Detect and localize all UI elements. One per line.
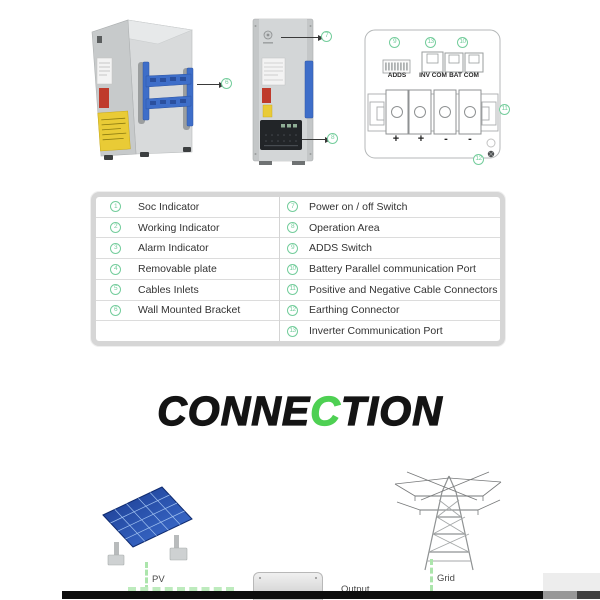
legend-table: 1 Soc Indicator 2 Working Indicator 3 Al…	[91, 192, 505, 346]
bottom-bar-gray-segment	[543, 591, 577, 599]
callout-number: 9	[287, 242, 298, 254]
callout-10: 10	[457, 37, 468, 48]
legend-label: Earthing Connector	[309, 304, 400, 317]
callout-number: 6	[110, 304, 121, 316]
pv-dashed-line-horizontal	[128, 587, 234, 591]
callout-number: 1	[110, 201, 121, 213]
callout-arrow-power-switch	[281, 34, 324, 41]
grid-tower-illustration	[394, 471, 502, 571]
legend-row: 12 Earthing Connector	[280, 301, 500, 322]
legend-row: 8 Operation Area	[280, 218, 500, 239]
callout-number: 8	[287, 222, 298, 234]
legend-label: Alarm Indicator	[138, 242, 209, 255]
callout-number: 5	[110, 284, 121, 296]
callout-13: 13	[425, 37, 436, 48]
legend-row: 10 Battery Parallel communication Port	[280, 259, 500, 280]
terminal-sign-positive-1: +	[392, 133, 400, 145]
legend-row-empty	[96, 321, 279, 341]
legend-row: 13 Inverter Communication Port	[280, 321, 500, 341]
connection-panel-illustration	[364, 29, 501, 159]
inverter-screw-left	[259, 577, 261, 579]
legend-row: 6 Wall Mounted Bracket	[96, 301, 279, 322]
callout-number: 12	[287, 304, 298, 316]
legend-label: Inverter Communication Port	[309, 325, 443, 338]
callout-number: 3	[110, 242, 121, 254]
callout-12: 12	[473, 154, 484, 165]
bottom-right-margin	[543, 573, 600, 591]
grid-dashed-line-vertical	[430, 559, 433, 591]
terminal-sign-positive-2: +	[417, 133, 425, 145]
legend-label: Positive and Negative Cable Connectors	[309, 283, 498, 296]
legend-label: Wall Mounted Bracket	[138, 304, 241, 317]
callout-number: 10	[287, 263, 298, 275]
legend-label: Battery Parallel communication Port	[309, 263, 476, 276]
terminal-sign-negative-2: -	[468, 133, 472, 145]
callout-8: 8	[327, 133, 338, 144]
legend-label: ADDS Switch	[309, 242, 373, 255]
callout-number: 13	[287, 325, 298, 337]
heading-highlight-letter: C	[310, 387, 341, 434]
legend-row: 2 Working Indicator	[96, 218, 279, 239]
legend-row: 7 Power on / off Switch	[280, 197, 500, 218]
legend-row: 11 Positive and Negative Cable Connector…	[280, 280, 500, 301]
legend-row: 3 Alarm Indicator	[96, 238, 279, 260]
callout-arrow-operation-area	[302, 136, 331, 143]
callout-number: 4	[110, 263, 121, 275]
bottom-bar	[62, 591, 543, 599]
callout-number: 7	[287, 201, 298, 213]
connection-heading: CONNECTION	[0, 387, 600, 435]
grid-label: Grid	[437, 573, 455, 584]
legend-row: 9 ADDS Switch	[280, 238, 500, 260]
pv-label: PV	[152, 574, 165, 585]
legend-table-divider	[279, 197, 280, 341]
legend-label: Power on / off Switch	[309, 200, 408, 213]
callout-number: 11	[287, 284, 298, 296]
terminal-sign-negative-1: -	[444, 133, 448, 145]
legend-label: Cables Inlets	[138, 283, 199, 296]
legend-row: 4 Removable plate	[96, 259, 279, 280]
bottom-bar-dark-segment	[577, 591, 600, 599]
callout-9: 9	[389, 37, 400, 48]
legend-label: Operation Area	[309, 221, 380, 234]
inverter-screw-right	[315, 577, 317, 579]
legend-table-left-column: 1 Soc Indicator 2 Working Indicator 3 Al…	[96, 197, 279, 341]
battery-front-illustration	[252, 18, 314, 165]
callout-7: 7	[321, 31, 332, 42]
legend-label: Removable plate	[138, 263, 217, 276]
callout-6: 6	[221, 78, 232, 89]
inv-com-label: INV COM	[419, 72, 447, 79]
heading-part-1: CONNE	[157, 387, 311, 434]
bat-com-label: BAT COM	[449, 72, 479, 79]
legend-label: Working Indicator	[138, 221, 220, 234]
adds-label: ADDS	[387, 72, 407, 79]
callout-11: 11	[499, 104, 510, 115]
legend-row: 5 Cables Inlets	[96, 280, 279, 301]
heading-part-2: TION	[340, 387, 443, 434]
output-label: Output	[341, 584, 370, 595]
callout-number: 2	[110, 222, 121, 234]
callout-arrow-bracket	[197, 81, 225, 88]
legend-table-right-column: 7 Power on / off Switch 8 Operation Area…	[280, 197, 500, 341]
legend-row: 1 Soc Indicator	[96, 197, 279, 218]
solar-panel-illustration	[102, 486, 193, 566]
battery-angled-illustration	[91, 19, 194, 160]
legend-label: Soc Indicator	[138, 200, 200, 213]
pv-dashed-line-vertical	[145, 562, 148, 591]
